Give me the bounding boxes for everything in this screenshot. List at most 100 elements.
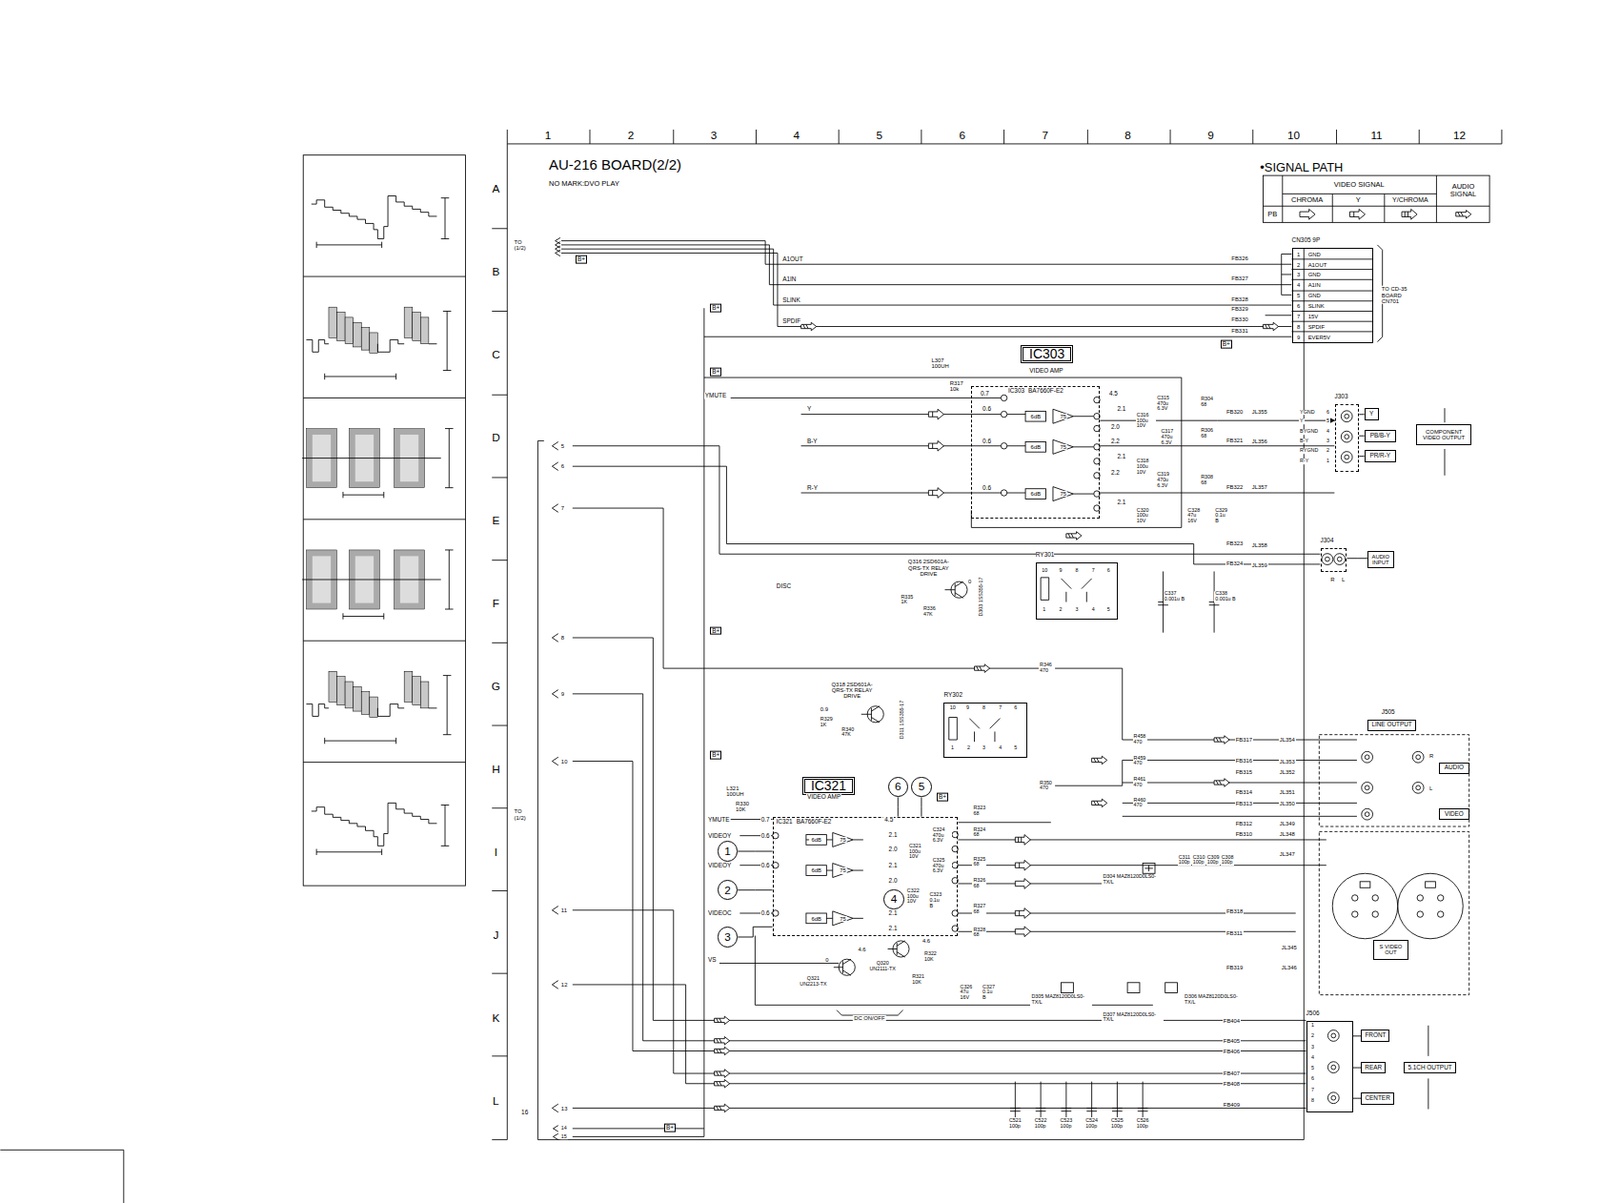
pin-number: 6 [1310,1076,1316,1083]
connector-note: TO CD-35 BOARD CN701 [1380,285,1412,304]
capacitor-label: C526 100p [1135,1117,1151,1129]
ferrite-bead-label: FB313 [1235,800,1254,807]
pin-number: 2 [1057,607,1063,614]
connector [737,926,772,937]
diode-symbol [1061,982,1074,993]
wire [806,839,864,918]
pin-number: 8 [1296,324,1301,330]
capacitor-label: C308 100p [1220,854,1235,866]
node-title: IC321 [810,778,847,793]
column-number: 12 [1452,129,1467,142]
ferrite-bead-label: FB311 [1225,930,1244,936]
pin-number: 2 [1310,1033,1316,1040]
amplifier-symbol [1025,488,1046,500]
ic-function: VIDEO AMP [806,793,842,801]
pin-number: 10 [949,705,957,711]
table-cell: Y/CHROMA [1391,196,1429,203]
row-letter: C [490,348,502,361]
resistor-label: R323 68 [972,806,987,817]
ferrite-bead-label: FB328 [1230,296,1249,303]
node-title: J303 [1335,393,1349,401]
voltage-value: 4.6 [856,946,867,952]
wire [572,507,1357,740]
diode-symbol [1144,865,1154,871]
node-title: IC303 [1029,346,1065,362]
pin-number: 7 [997,705,1003,711]
amplifier-text: 75 [1058,413,1068,420]
waveform-panel [305,306,451,380]
ferrite-bead-label: FB318 [1225,908,1244,914]
amplifier-text: 6dB [1030,490,1042,497]
pin-number: 2 [966,745,972,751]
connector-block: CN305 9P [1292,237,1375,343]
signal-name: VS [707,955,718,963]
callout-number: 6 [888,776,909,797]
ferrite-bead-label: FB408 [1222,1080,1241,1087]
grid-frame [0,1149,124,1203]
jack-symbol [1352,894,1358,901]
signal-arrow [1014,908,1031,919]
ic-pin [1093,425,1100,431]
ferrite-bead-label: R [1329,576,1336,583]
column-number: 5 [875,129,885,142]
resistor-label: R459 470 [1133,755,1148,767]
jack-symbol [1361,808,1374,820]
pin-name: A1IN [1307,282,1322,288]
jack-symbol [1340,410,1353,423]
pin-number: 4 [1091,607,1096,614]
signal-path-table [1262,175,1490,223]
jack-symbol [1425,881,1437,888]
node-title: FRONT [1364,1032,1386,1039]
supply-tag: B+ [664,1123,676,1133]
connector-pins [555,237,561,256]
ferrite-bead-label: FB316 [1235,757,1254,764]
ic-pin [1000,443,1007,449]
label-box: Y [1364,407,1379,421]
node-title: J304 [1320,537,1335,545]
node-title: S VIDEO OUT [1374,943,1407,955]
diode-symbol [1142,863,1155,874]
pin-name: Y [1298,418,1305,425]
signal-name: VIDEOY [707,832,732,840]
ferrite-bead-label: FB407 [1222,1070,1241,1076]
node-title: 5 [918,780,926,792]
signal-name: A1IN [781,276,797,284]
voltage-value: 4.5 [1108,390,1119,398]
ferrite-bead-label: JL357 [1251,484,1269,490]
signal-arrow [1014,926,1031,937]
jack-symbol [1332,872,1398,939]
ferrite-bead-label: FB326 [1230,255,1249,262]
amplifier-text: 75 [1058,444,1068,450]
signal-name: R-Y [806,484,819,491]
table-cell: CHROMA [1290,196,1324,204]
column-number: 7 [1040,129,1050,142]
pin-number: 3 [1074,607,1080,614]
callout-number: 3 [717,926,738,947]
pin-number: 6 [1106,567,1112,574]
capacitor-label: C311 100p [1177,854,1192,866]
jumper-label: JL351 [1278,789,1297,795]
amplifier-text: 75 [838,836,848,843]
resistor-label: R321 10K [911,973,928,985]
node-title: IC303 [1008,387,1025,395]
amplifier-symbol [1025,441,1046,452]
label-box: FRONT [1360,1029,1390,1042]
pin-name: SPDIF [1307,324,1326,330]
pin-name: A1OUT [1307,261,1329,267]
amplifier-symbol [832,911,853,926]
ferrite-bead-label: FB331 [1230,327,1249,334]
supply-tag: B+ [709,750,722,760]
ic-pin [772,394,1101,932]
pin-number: 10 [1040,567,1049,574]
capacitor-label: C321 100u 10V [908,843,929,860]
waveform-panel [303,276,466,763]
voltage-value: 0 [824,955,830,962]
pin-number: 5 [1325,418,1331,425]
amplifier-text: 75 [1058,490,1068,497]
dashed-outline [1320,547,1348,572]
wire [1428,407,1445,1109]
amplifier-symbol [806,912,827,924]
capacitor-label: C317 470u 6.3V [1159,428,1180,446]
amplifier-text: 6dB [810,867,822,873]
resistor-label: R326 68 [972,878,987,890]
